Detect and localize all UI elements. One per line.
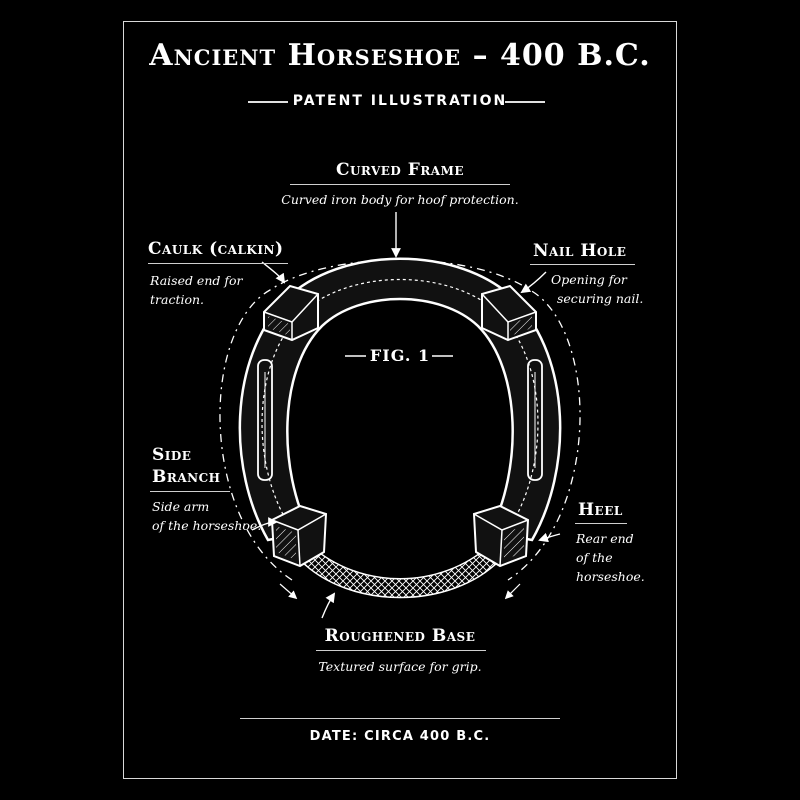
desc-roughened-base: Textured surface for grip. (318, 659, 482, 674)
label-nail-hole: Nail Hole (533, 241, 627, 261)
underline-caulk (148, 263, 288, 265)
arrow-heel (538, 532, 561, 543)
desc-nail-hole-line1: Opening for (551, 272, 627, 287)
desc-curved-frame: Curved iron body for hoof protection. (281, 192, 519, 207)
label-heel: Heel (578, 500, 623, 520)
desc-caulk-line2: traction. (150, 292, 205, 307)
underline-side-branch (150, 491, 230, 493)
page-subtitle: PATENT ILLUSTRATION (292, 93, 508, 109)
underline-roughened-base (316, 650, 486, 652)
desc-side-branch-line2: of the horseshoe. (152, 518, 262, 533)
subtitle-rule-right (505, 101, 545, 103)
arrow-roughened-base (321, 592, 336, 619)
desc-heel-line2: of the (576, 550, 613, 565)
page-border (123, 21, 677, 779)
arrow-nail-hole (520, 271, 547, 294)
heel-block-left (270, 504, 328, 568)
label-curved-frame: Curved Frame (335, 160, 465, 180)
roughened-base-texture (299, 543, 501, 599)
desc-side-branch-line1: Side arm (152, 499, 210, 514)
page-title: Ancient Horseshoe – 400 B.C. (149, 38, 651, 73)
label-caulk: Caulk (calkin) (148, 239, 284, 259)
arrow-side-branch (251, 517, 278, 531)
caulk-block-left (263, 284, 319, 342)
desc-nail-hole-line2: securing nail. (557, 291, 644, 306)
arrow-dash-left (279, 583, 298, 600)
underline-heel (575, 523, 627, 525)
desc-heel-line1: Rear end (576, 531, 634, 546)
label-side-branch-line1: Side (152, 445, 192, 465)
subtitle-row: PATENT ILLUSTRATION (0, 90, 800, 109)
nail-groove-right (527, 359, 543, 481)
nail-groove-left (257, 359, 273, 481)
footer-rule (240, 718, 560, 720)
arrow-caulk (261, 261, 286, 284)
desc-heel-line3: horseshoe. (576, 569, 645, 584)
subtitle-rule-left (248, 101, 288, 103)
desc-caulk-line1: Raised end for (150, 273, 243, 288)
footer-date: DATE: CIRCA 400 B.C. (309, 729, 491, 744)
underline-nail-hole (530, 264, 635, 266)
heel-block-right (472, 504, 530, 568)
label-side-branch-line2: Branch (152, 467, 221, 487)
caulk-block-right (481, 284, 537, 342)
label-roughened-base: Roughened Base (324, 626, 476, 646)
arrow-dash-right (504, 583, 521, 600)
figure-label: FIG. 1 (369, 346, 431, 365)
underline-curved-frame (290, 184, 510, 186)
